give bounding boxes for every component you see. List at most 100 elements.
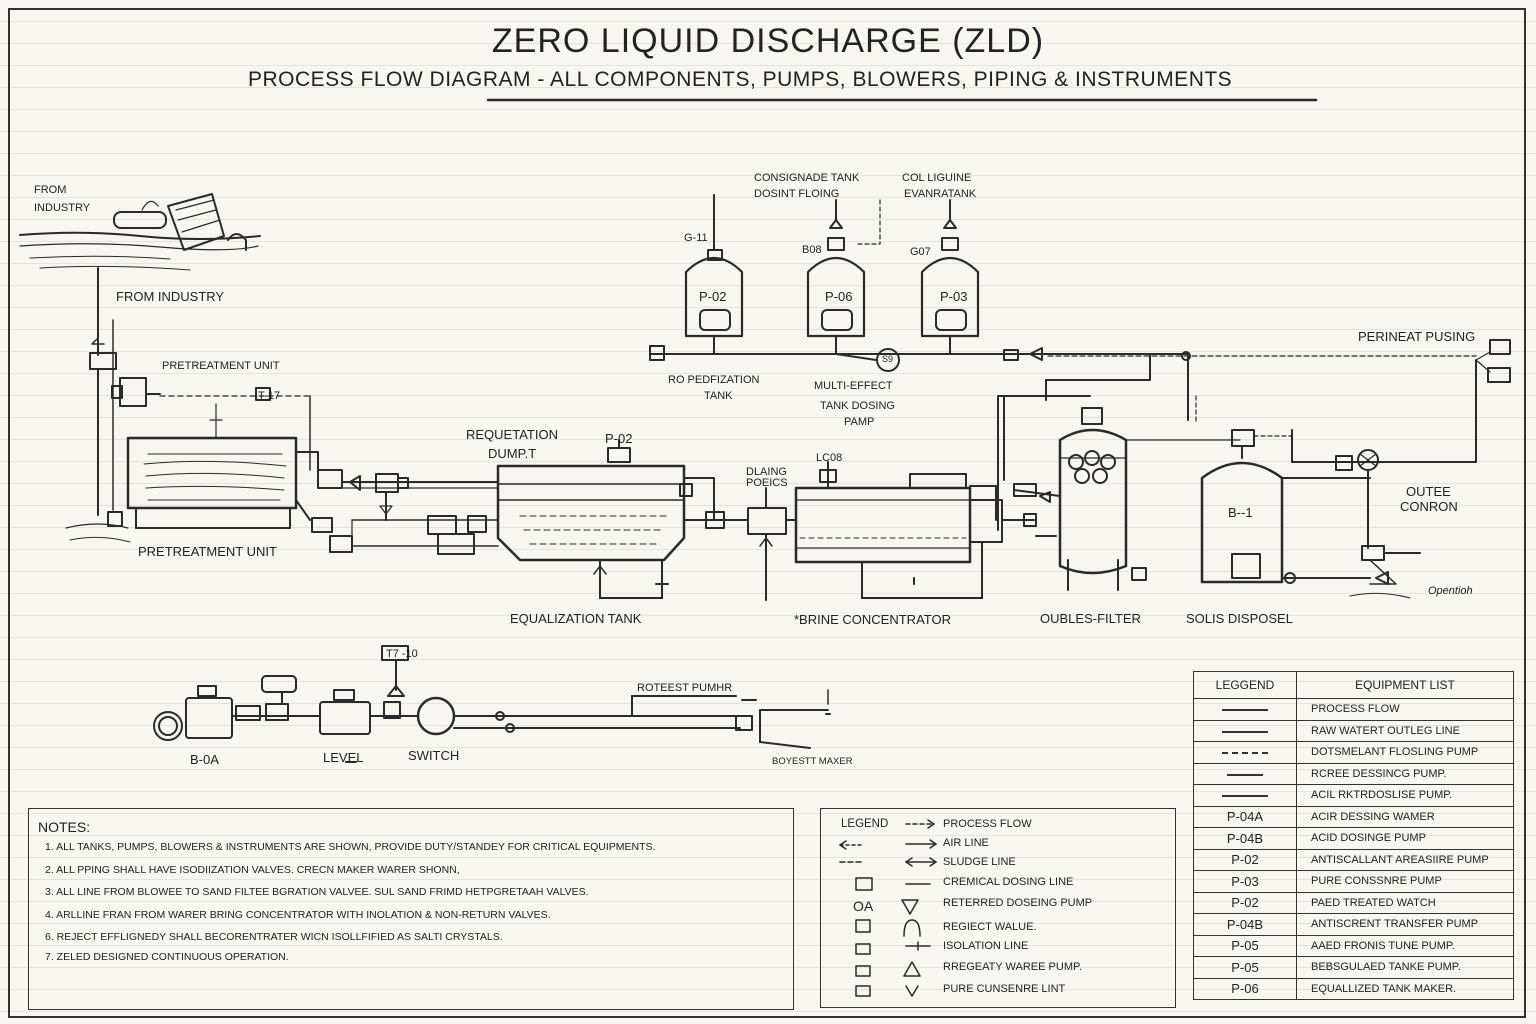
note-item: 6. REJECT EFFLIGNEDY SHALL BECORENTRATER… [45, 931, 503, 943]
label-tank: TANK [704, 390, 733, 402]
label-pretreatment-unit-bottom: PRETREATMENT UNIT [138, 544, 277, 559]
drawing-border [8, 8, 1526, 1018]
table-header-legend: LEGGEND [1193, 671, 1297, 699]
equalization-tank-shape [496, 439, 715, 599]
legend-title: LEGEND [841, 818, 889, 830]
label-ro-pedfization: RO PEDFIZATION [668, 374, 760, 386]
notes-title: NOTES: [38, 819, 91, 835]
equipment-desc: BEBSGULAED TANKE PUMP. [1296, 956, 1514, 979]
equipment-tag: P-02 [1193, 848, 1297, 871]
legend-arrow-cell [1193, 698, 1297, 721]
equipment-desc: PURE CONSSNRE PUMP [1296, 870, 1514, 893]
table-header-row: LEGGEND EQUIPMENT LIST [1193, 671, 1514, 699]
signature: Opentioh [1428, 585, 1473, 597]
pipe-pretreat-to-eq [341, 473, 499, 555]
label-dosint-floing: DOSINT FLOING [754, 188, 840, 200]
label-requetation: REQUETATION [466, 427, 558, 442]
label-t17: T-17 [258, 390, 281, 402]
table-row: RAW WATERT OUTLEG LINE [1193, 719, 1514, 742]
equipment-tag: P-02 [1193, 891, 1297, 914]
label-b08: B08 [802, 244, 822, 256]
top-tank-p03 [857, 199, 980, 355]
legend-arrow-cell [1193, 784, 1297, 807]
oubles-filter-vessel [1058, 407, 1241, 591]
label-p02-eq: P-02 [605, 431, 633, 446]
lower-process-line [153, 645, 831, 763]
legend-item: CREMICAL DOSING LINE [943, 876, 1074, 888]
feed-line [89, 267, 117, 516]
equipment-tag: P-06 [1193, 977, 1297, 1000]
feed-instrument [89, 352, 117, 370]
label-equalization-tank: EQUALIZATION TANK [510, 611, 642, 626]
legend-item: PURE CUNSENRE LINT [943, 983, 1066, 995]
table-row: PROCESS FLOW [1193, 698, 1514, 721]
table-row: RCREE DESSINCG PUMP. [1193, 762, 1514, 785]
brine-concentrator-shape [794, 461, 1057, 599]
label-p06-tank: P-06 [825, 289, 853, 304]
legend-item: PROCESS FLOW [943, 818, 1032, 830]
legend-item: RREGEATY WAREE PUMP. [943, 961, 1082, 973]
label-p02-tank: P-02 [699, 289, 727, 304]
equipment-desc: PAED TREATED WATCH [1296, 891, 1514, 914]
equipment-desc: RAW WATERT OUTLEG LINE [1296, 719, 1514, 742]
equipment-desc: PROCESS FLOW [1296, 698, 1514, 721]
label-switch: SWITCH [408, 748, 460, 763]
label-g07: G07 [910, 246, 931, 258]
legend-box: LEGEND PROCESS FLOW AIR LINE SLUDGE LINE… [820, 808, 1176, 1008]
legend-item: AIR LINE [943, 837, 989, 849]
equipment-desc: ACID DOSINGE PUMP [1296, 827, 1514, 850]
label-col-liguine: COL LIGUINE [902, 172, 972, 184]
label-perineat-pusing: PERINEAT PUSING [1358, 329, 1476, 344]
label-pretreatment-unit-top: PRETREATMENT UNIT [162, 360, 280, 372]
label-from-industry-top: FROM INDUSTRY [34, 184, 91, 214]
label-brine-concentrator: *BRINE CONCENTRATOR [794, 612, 951, 627]
label-conron: CONRON [1400, 499, 1458, 514]
equipment-tag: P-05 [1193, 934, 1297, 957]
legend-symbols [839, 819, 937, 997]
equipment-tag: P-04B [1193, 827, 1297, 850]
table-row: ACIL RKTRDOSLISE PUMP. [1193, 784, 1514, 807]
top-tank-p02 [684, 194, 744, 355]
label-multi-effect: MULTI-EFFECT [814, 380, 893, 392]
equipment-desc: ACIR DESSING WAMER [1296, 805, 1514, 828]
equipment-desc: ANTISCALLANT AREASIIRE PUMP [1296, 848, 1514, 871]
legend-arrow-cell [1193, 762, 1297, 785]
label-outee: OUTEE [1406, 484, 1451, 499]
label-consignade-tank: CONSIGNADE TANK [754, 172, 860, 184]
diagram-title: ZERO LIQUID DISCHARGE (ZLD) [491, 22, 1045, 60]
label-b0a: B-0A [190, 752, 219, 767]
note-item: 7. ZELED DESIGNED CONTINUOUS OPERATION. [45, 951, 289, 963]
industry-source-sketch [19, 193, 261, 271]
equipment-tag: P-04A [1193, 805, 1297, 828]
label-level: LEVEL [323, 750, 364, 765]
table-header-equipment-list: EQUIPMENT LIST [1296, 671, 1514, 699]
top-tank-p06 [806, 199, 866, 355]
equipment-desc: EQUALLIZED TANK MAKER. [1296, 977, 1514, 1000]
equipment-list-table: LEGGEND EQUIPMENT LIST PROCESS FLOW RAW … [1193, 671, 1514, 1000]
label-s9: S9 [882, 354, 894, 364]
notes-box: NOTES: 1. ALL TANKS, PUMPS, BLOWERS & IN… [28, 808, 794, 1010]
label-from-industry: FROM INDUSTRY [116, 289, 225, 304]
label-dumpt: DUMP.T [488, 446, 537, 461]
equipment-desc: DOTSMELANT FLOSLING PUMP [1296, 741, 1514, 764]
label-b1: B--1 [1228, 505, 1253, 520]
pipe-eq-to-brine [683, 487, 797, 601]
label-poeics: POEICS [746, 477, 788, 489]
label-p03-tank: P-03 [940, 289, 968, 304]
legend-dash-cell [1193, 741, 1297, 764]
equipment-desc: RCREE DESSINCG PUMP. [1296, 762, 1514, 785]
label-tank-dosing: TANK DOSING [820, 400, 895, 412]
label-t710: T7 -10 [386, 648, 418, 660]
label-lc08: LC08 [816, 452, 843, 464]
equipment-desc: ANTISCRENT TRANSFER PUMP [1296, 913, 1514, 936]
note-item: 4. ARLLINE FRAN FROM WARER BRING CONCENT… [45, 909, 551, 921]
legend-item: SLUDGE LINE [943, 856, 1016, 868]
pipe-to-filter [997, 395, 1197, 531]
label-evanratank: EVANRATANK [904, 188, 977, 200]
label-dlaing: DLAING [746, 466, 787, 478]
label-oubles-filter: OUBLES-FILTER [1040, 611, 1141, 626]
